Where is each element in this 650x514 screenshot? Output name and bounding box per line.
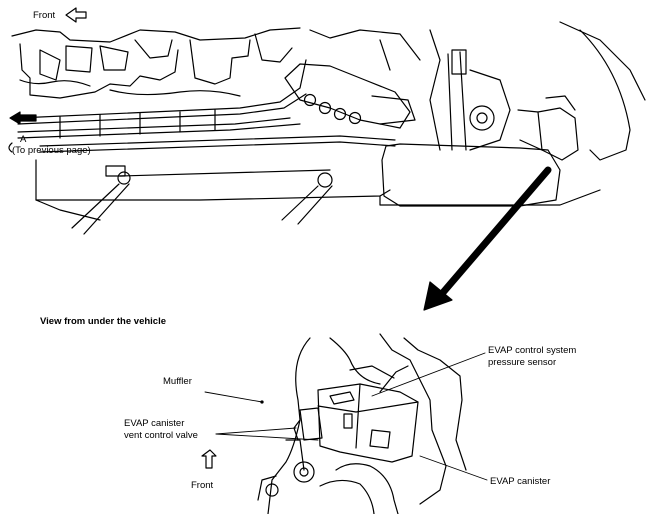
connector-mark (8, 142, 13, 153)
pressure-sensor-label-line1: EVAP control system (488, 345, 577, 356)
view-caption: View from under the vehicle (40, 316, 167, 327)
to-previous-page-label: (To previous page) (12, 145, 91, 156)
evap-canister-label: EVAP canister (490, 476, 551, 487)
vent-valve-label-line1: EVAP canister (124, 418, 185, 429)
leader-lines (204, 352, 488, 481)
zoom-arrow (423, 166, 552, 311)
connector-a-label: A (20, 134, 27, 145)
front-arrow-icon (65, 7, 87, 23)
underbody-detail-view (257, 333, 467, 514)
front-label-bottom: Front (191, 480, 214, 491)
pressure-sensor-label-line2: pressure sensor (488, 357, 557, 368)
front-arrow-bottom-icon (201, 449, 217, 469)
underbody-top-view (9, 21, 646, 235)
front-label-top: Front (33, 10, 56, 21)
muffler-label: Muffler (163, 376, 192, 387)
vent-valve-label-line2: vent control valve (124, 430, 198, 441)
